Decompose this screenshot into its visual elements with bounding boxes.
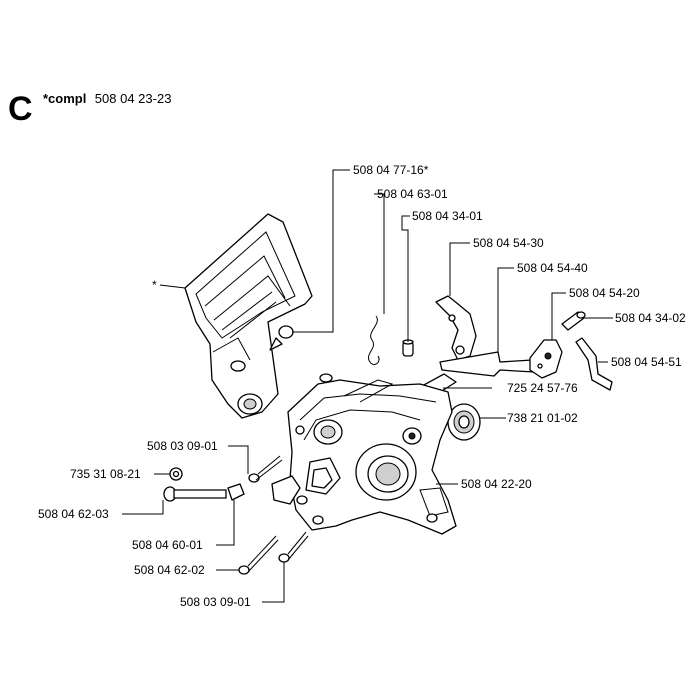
- rod-part: [439, 351, 541, 377]
- callout-labels: * 508 04 77-16* 508 04 63-01 508 04 34-0…: [38, 163, 686, 609]
- callout-p8: 508 04 54-51: [611, 355, 682, 369]
- section-letter: C: [8, 90, 33, 128]
- callout-p1: 508 04 77-16*: [353, 163, 429, 177]
- compl-label: *compl: [43, 91, 86, 106]
- screw-lower-part: [278, 531, 309, 563]
- crankcase-part: [287, 373, 457, 535]
- leader-lines: [122, 169, 613, 603]
- callout-p9: 725 24 57-76: [507, 381, 578, 395]
- diagram-header: C *compl 508 04 23-23: [8, 90, 171, 128]
- washer-part: [169, 467, 183, 481]
- bearing-part: [447, 403, 481, 441]
- callout-p7: 508 04 34-02: [615, 311, 686, 325]
- lever-part: [435, 295, 477, 361]
- callout-p13: 735 31 08-21: [70, 467, 141, 481]
- chain-guide-part: [184, 213, 313, 419]
- callout-p2: 508 04 63-01: [377, 187, 448, 201]
- callout-p3: 508 04 34-01: [412, 209, 483, 223]
- bent-rod-part: [575, 337, 613, 391]
- pivot-part: [529, 339, 563, 379]
- callout-p15: 508 04 60-01: [132, 538, 203, 552]
- callout-p12: 508 03 09-01: [147, 439, 218, 453]
- compl-line: *compl 508 04 23-23: [43, 90, 171, 107]
- callout-p11: 508 04 22-20: [461, 477, 532, 491]
- callout-p14: 508 04 62-03: [38, 507, 109, 521]
- callout-p4: 508 04 54-30: [473, 236, 544, 250]
- screw-long-part: [238, 535, 279, 575]
- adjusting-screw-part: [163, 486, 227, 502]
- bushing-part: [402, 339, 414, 357]
- callout-p17: 508 03 09-01: [180, 595, 251, 609]
- callout-p10: 738 21 01-02: [507, 411, 578, 425]
- parts-artwork: [163, 213, 613, 575]
- small-bushing-part: [561, 311, 586, 331]
- callout-p6: 508 04 54-20: [569, 286, 640, 300]
- spring-clip-part: [368, 315, 380, 365]
- bar-mount-bracket-part: [271, 475, 301, 505]
- callout-p16: 508 04 62-02: [134, 563, 205, 577]
- screw-upper-part: [248, 455, 283, 483]
- callout-p5: 508 04 54-40: [517, 261, 588, 275]
- callout-guide-asterisk: *: [152, 278, 157, 292]
- compl-number: 508 04 23-23: [95, 91, 172, 106]
- tension-nut-part: [227, 483, 245, 501]
